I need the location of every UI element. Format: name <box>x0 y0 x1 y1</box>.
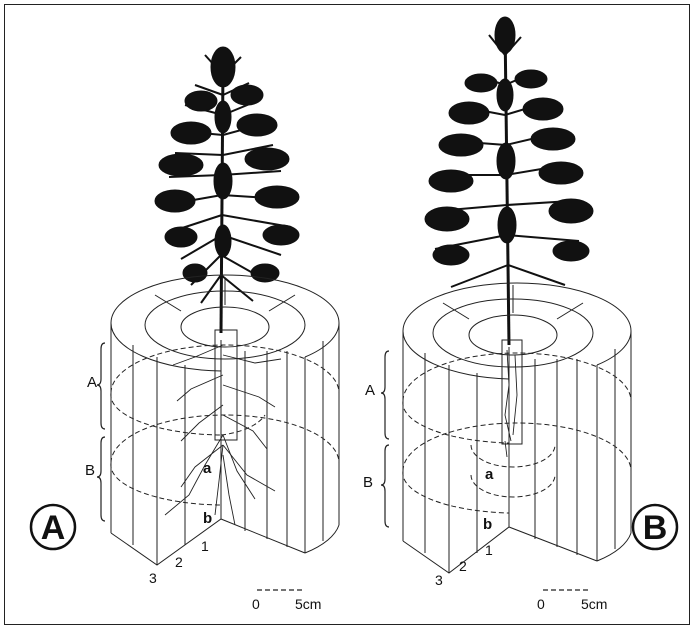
point-label-b: b <box>483 516 492 533</box>
depth-label-a: A <box>365 382 375 399</box>
ring-number-1: 1 <box>485 542 493 558</box>
root-system-a-icon <box>165 345 281 525</box>
ring-number-3: 3 <box>149 570 157 586</box>
panel-a-badge: A <box>41 509 66 547</box>
panel-b: A B a b 1 2 3 B 0 5cm <box>363 17 677 612</box>
point-label-b: b <box>203 510 212 527</box>
depth-label-b: B <box>363 474 373 491</box>
depth-label-a: A <box>87 374 97 391</box>
ring-number-3: 3 <box>435 572 443 588</box>
seedling-b-icon <box>425 17 593 345</box>
seedling-a-icon <box>155 47 299 333</box>
depth-label-b: B <box>85 462 95 479</box>
point-label-a: a <box>485 466 494 483</box>
soil-cylinder-a-icon <box>111 275 339 565</box>
ring-number-2: 2 <box>175 554 183 570</box>
scale-end-b: 5cm <box>581 596 607 612</box>
ring-number-2: 2 <box>459 558 467 574</box>
root-system-b-icon <box>505 350 517 457</box>
scale-start-a: 0 <box>252 596 260 612</box>
figure-canvas: A B a b 1 2 3 A 0 5cm <box>5 5 691 626</box>
figure-frame: A B a b 1 2 3 A 0 5cm <box>4 4 690 625</box>
panel-b-badge: B <box>643 509 668 547</box>
ring-number-1: 1 <box>201 538 209 554</box>
scale-end-a: 5cm <box>295 596 321 612</box>
panel-a: A B a b 1 2 3 A 0 5cm <box>31 47 339 612</box>
scale-start-b: 0 <box>537 596 545 612</box>
point-label-a: a <box>203 460 212 477</box>
soil-cylinder-b-icon <box>403 283 631 573</box>
